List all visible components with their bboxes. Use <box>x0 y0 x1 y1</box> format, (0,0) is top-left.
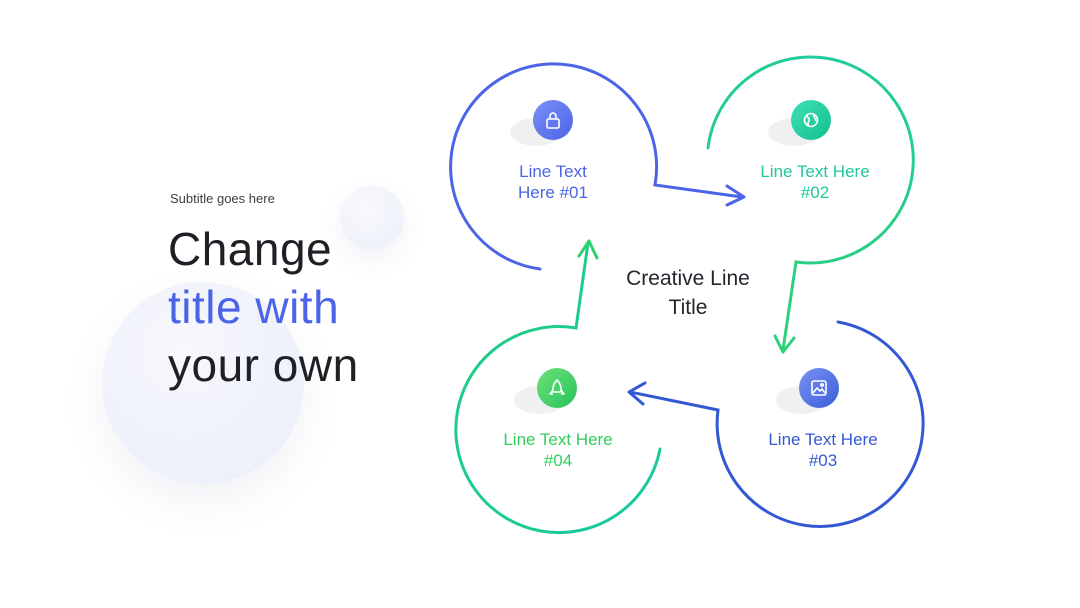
decorative-circle-small <box>340 186 404 250</box>
badge-node-03 <box>799 368 839 408</box>
loop-node-03 <box>628 320 925 528</box>
node-03-line-2: #03 <box>808 451 838 470</box>
slide-title: Change title with your own <box>168 220 359 394</box>
center-title-line-2: Title <box>668 296 708 319</box>
center-title-line-1: Creative Line <box>626 267 750 290</box>
arrow-head-02-03 <box>773 334 796 354</box>
loop-node-02 <box>706 55 915 352</box>
node-04-line-2: #04 <box>543 451 573 470</box>
arrow-head-04-01 <box>577 239 599 260</box>
node-01-line-2: Here #01 <box>518 183 588 202</box>
rocket-icon <box>549 379 565 395</box>
node-04-line-1: Line Text Here <box>503 430 613 449</box>
node-02-line-1: Line Text Here <box>760 162 870 181</box>
node-label-04: Line Text Here #04 <box>473 429 643 471</box>
slide-subtitle: Subtitle goes here <box>170 191 275 206</box>
badge-node-02 <box>791 100 831 140</box>
loop-node-01 <box>449 62 744 271</box>
badge-node-01 <box>533 100 573 140</box>
title-line-3: your own <box>168 339 359 391</box>
title-line-2: title with <box>168 281 340 333</box>
arrow-head-01-02 <box>725 184 746 207</box>
node-01-line-1: Line Text <box>519 162 587 181</box>
loop-node-04 <box>454 241 662 535</box>
node-label-02: Line Text Here #02 <box>730 161 900 203</box>
node-02-line-2: #02 <box>800 183 830 202</box>
diagram-center-title: Creative Line Title <box>598 264 778 322</box>
title-line-1: Change <box>168 223 333 275</box>
image-icon <box>811 380 827 396</box>
badge-node-04 <box>537 368 577 408</box>
decorative-circle-large <box>102 282 304 484</box>
globe-icon <box>803 112 819 128</box>
node-label-03: Line Text Here #03 <box>738 429 908 471</box>
arrow-head-03-04 <box>627 381 647 406</box>
lock-icon <box>546 112 560 129</box>
node-03-line-1: Line Text Here <box>768 430 878 449</box>
node-label-01: Line Text Here #01 <box>468 161 638 203</box>
